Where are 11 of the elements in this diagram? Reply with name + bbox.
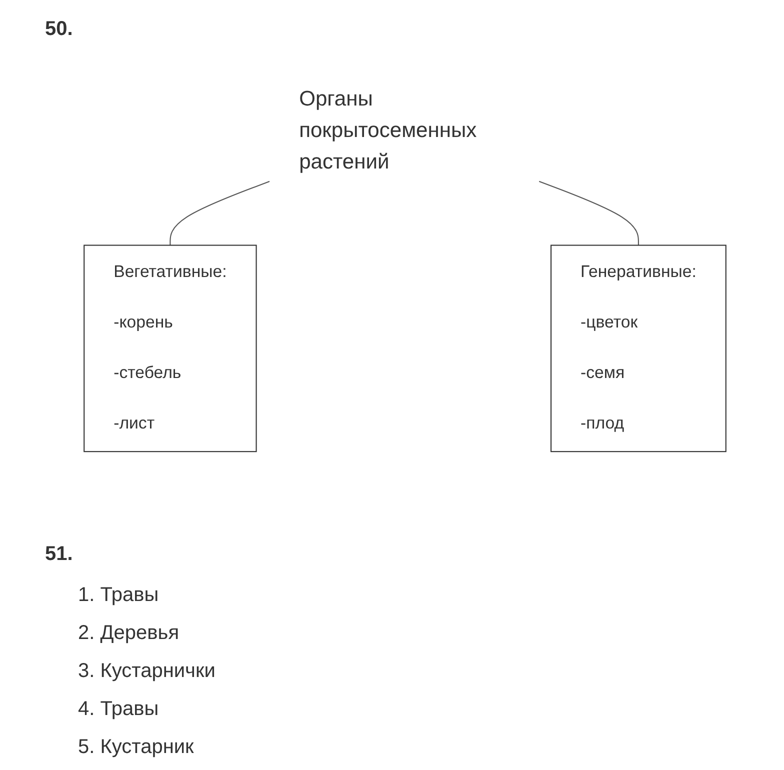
exercise-number: 50. — [45, 18, 73, 41]
connector-line — [538, 180, 639, 246]
list-item: 5. Кустарник — [78, 735, 194, 760]
connector-line — [170, 180, 270, 246]
exercise-number: 51. — [45, 543, 73, 566]
list-item: 2. Деревья — [78, 621, 180, 646]
list-box: Генеративные: -цветок -семя -плод — [550, 244, 726, 452]
list-item: 4. Травы — [78, 697, 159, 722]
list-box: Вегетативные: -корень -стебель -лист — [84, 244, 257, 452]
list-item: 3. Кустарнички — [78, 659, 216, 684]
list-item: 1. Травы — [78, 583, 159, 608]
